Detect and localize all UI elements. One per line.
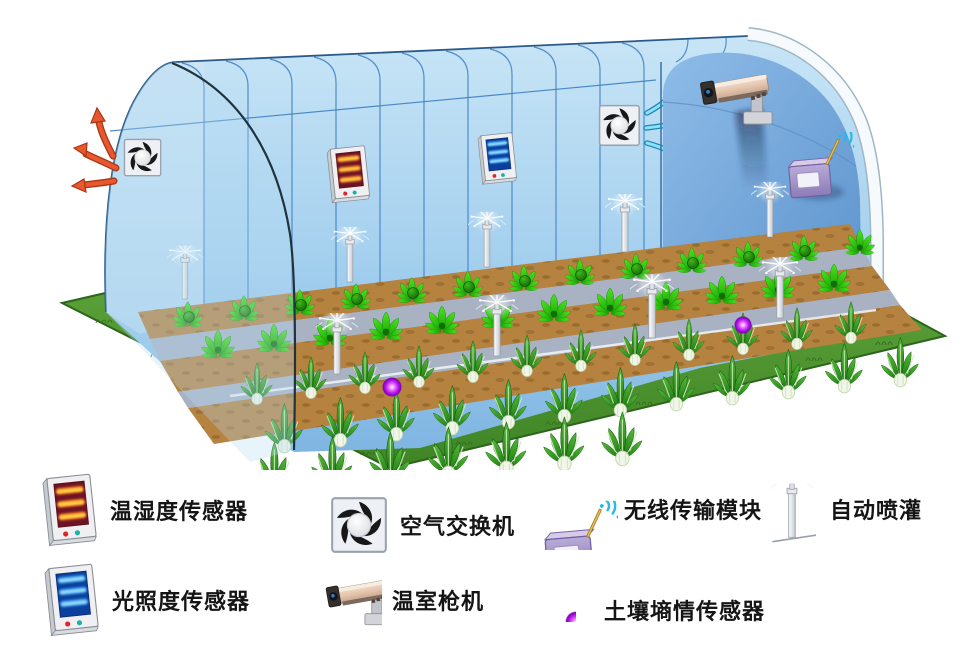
legend-item-auto-irrigation: 自动喷灌 xyxy=(768,474,922,544)
soil-moisture-dot-icon xyxy=(565,611,576,622)
greenhouse-camera-icon xyxy=(325,577,382,626)
legend-label: 空气交换机 xyxy=(400,514,516,539)
light-sensor-icon xyxy=(38,562,102,638)
legend-item-light-sensor: 光照度传感器 xyxy=(38,562,250,638)
temp-humidity-sensor-icon xyxy=(36,472,100,548)
roof-ribs xyxy=(181,36,727,316)
wireless-module-icon xyxy=(542,500,618,550)
legend-item-air-exchanger: 空气交换机 xyxy=(330,496,515,554)
legend-item-temp-humidity: 温湿度传感器 xyxy=(36,472,248,548)
greenhouse-illustration xyxy=(59,27,948,470)
legend-label: 无线传输模块 xyxy=(624,498,763,523)
auto-irrigation-icon xyxy=(768,474,816,543)
air-exchanger-fan-wall xyxy=(598,104,640,146)
front-hoop xyxy=(171,61,297,451)
legend-item-wireless-module: 无线传输模块 xyxy=(540,468,762,550)
greenhouse-camera-wall xyxy=(699,71,773,190)
legend-label: 温湿度传感器 xyxy=(110,499,249,524)
legend-item-camera: 温室枪机 xyxy=(312,572,484,628)
wireless-module-wall xyxy=(786,132,855,200)
exhaust-fan xyxy=(123,138,162,177)
legend-label: 土壤墒情传感器 xyxy=(604,599,766,624)
legend-item-soil-moisture: 土壤墒情传感器 xyxy=(552,594,765,626)
legend-label: 温室枪机 xyxy=(392,589,485,614)
legend-label: 自动喷灌 xyxy=(830,498,923,523)
air-exchanger-icon xyxy=(331,497,387,553)
legend-label: 光照度传感器 xyxy=(112,589,251,614)
hot-air-arrows xyxy=(70,106,120,193)
light-sensor-wall xyxy=(478,133,517,185)
temp-humidity-sensor-wall xyxy=(327,146,370,203)
